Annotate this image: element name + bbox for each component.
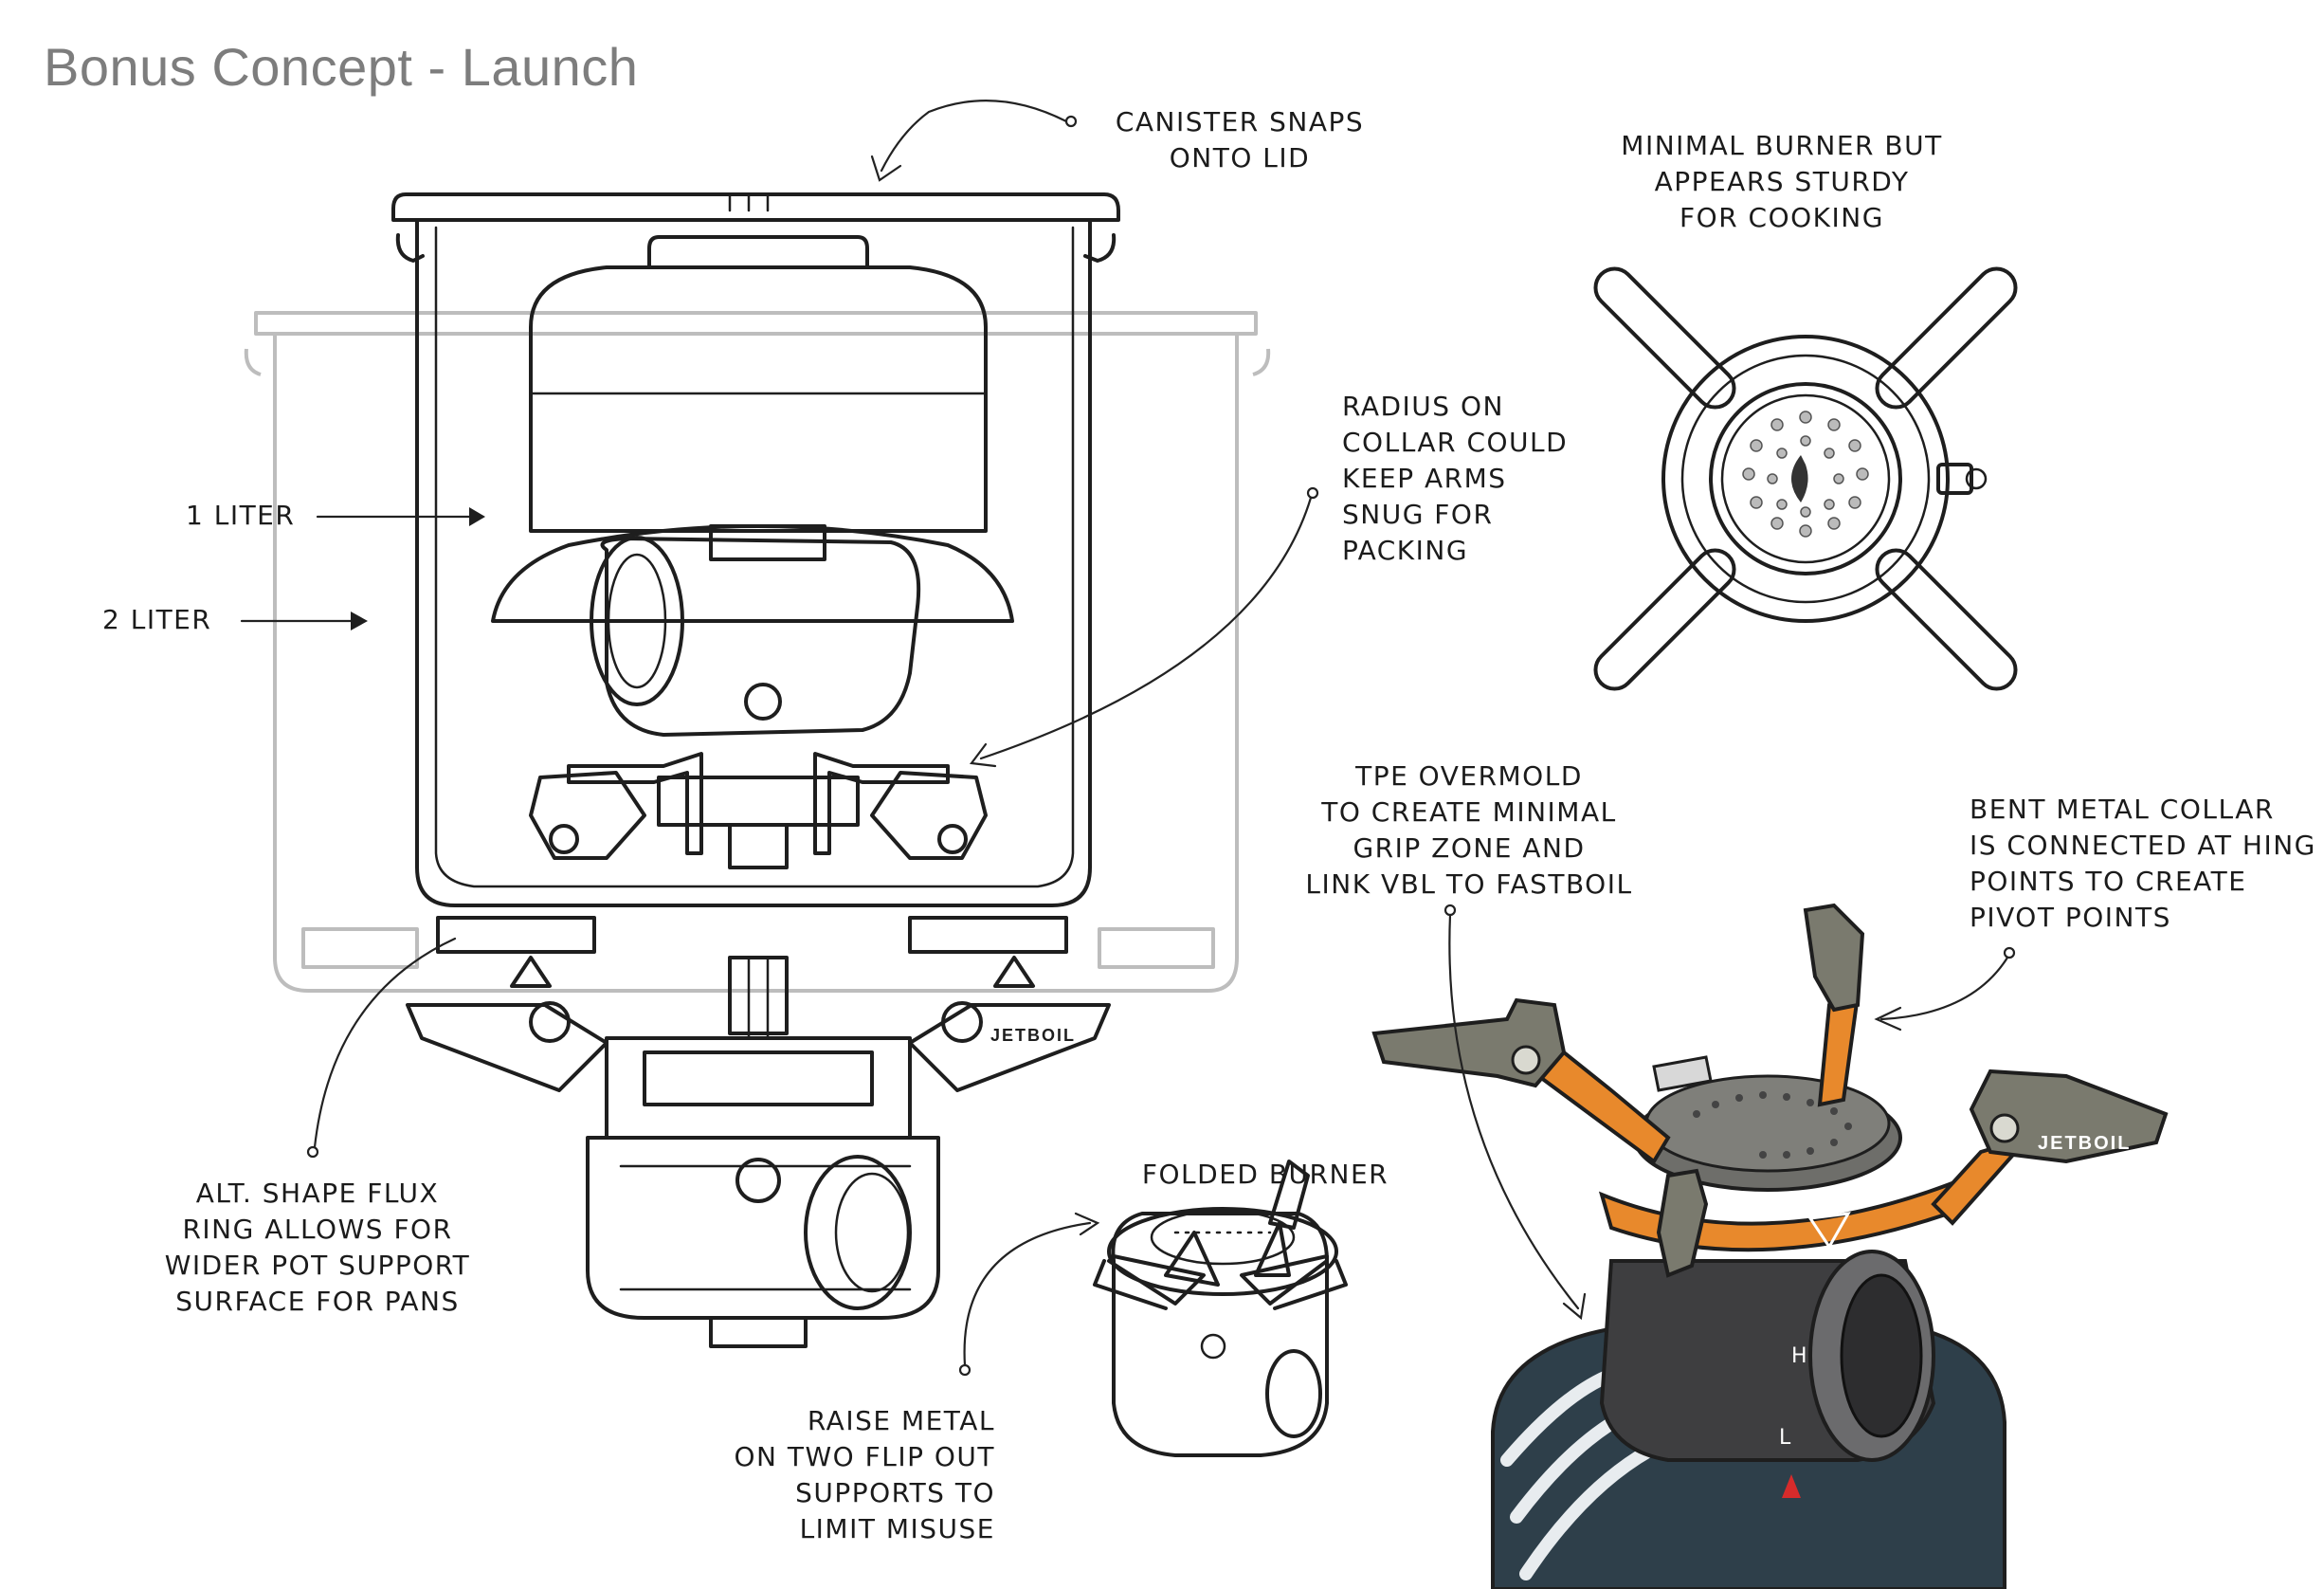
stove-below-pot — [406, 956, 1111, 1348]
two-liter-pot-outline — [244, 311, 1271, 993]
leader-lines — [240, 100, 2016, 1377]
note-canister-snaps: Canister snaps onto lid — [1115, 106, 1365, 174]
one-liter-pot — [391, 192, 1120, 954]
knob-mark-l: L — [1779, 1426, 1791, 1450]
rendered-burner-on-canister: H L JETBOIL — [1371, 903, 2169, 1589]
page-title: Bonus Concept - Launch — [44, 37, 639, 97]
fuel-canister-inside — [529, 235, 988, 533]
flame-logo-icon — [1791, 455, 1808, 502]
note-two-liter: 2 Liter — [102, 604, 212, 635]
jetboil-mark-render: JETBOIL — [2038, 1133, 2131, 1154]
note-minimal-burner: Minimal burner but appears sturdy for co… — [1621, 130, 1943, 233]
note-alt-shape-flux: Alt. shape flux ring allows for wider po… — [164, 1178, 471, 1317]
burner-top-view — [1593, 266, 2018, 691]
note-bent-metal: Bent metal collar is connected at hing p… — [1970, 794, 2316, 933]
folded-burner-sketch — [1093, 1160, 1348, 1457]
nested-pot-section: JETBOIL — [244, 192, 1271, 1348]
burner-ports — [1742, 411, 1869, 538]
note-tpe-overmold: TPE overmold to create minimal grip zone… — [1305, 760, 1633, 900]
note-radius-collar: Radius on collar could keep arms snug fo… — [1342, 391, 1569, 566]
jetboil-mark-section: JETBOIL — [990, 1026, 1076, 1045]
note-folded-burner: Folded burner — [1141, 1159, 1389, 1190]
note-raise-metal: Raise metal on two flip out supports to … — [734, 1405, 995, 1544]
note-one-liter: 1 Liter — [186, 500, 296, 531]
stove-head-inside — [491, 524, 1014, 869]
burner-port-pattern — [1693, 1091, 1852, 1159]
knob-mark-h: H — [1791, 1344, 1807, 1368]
